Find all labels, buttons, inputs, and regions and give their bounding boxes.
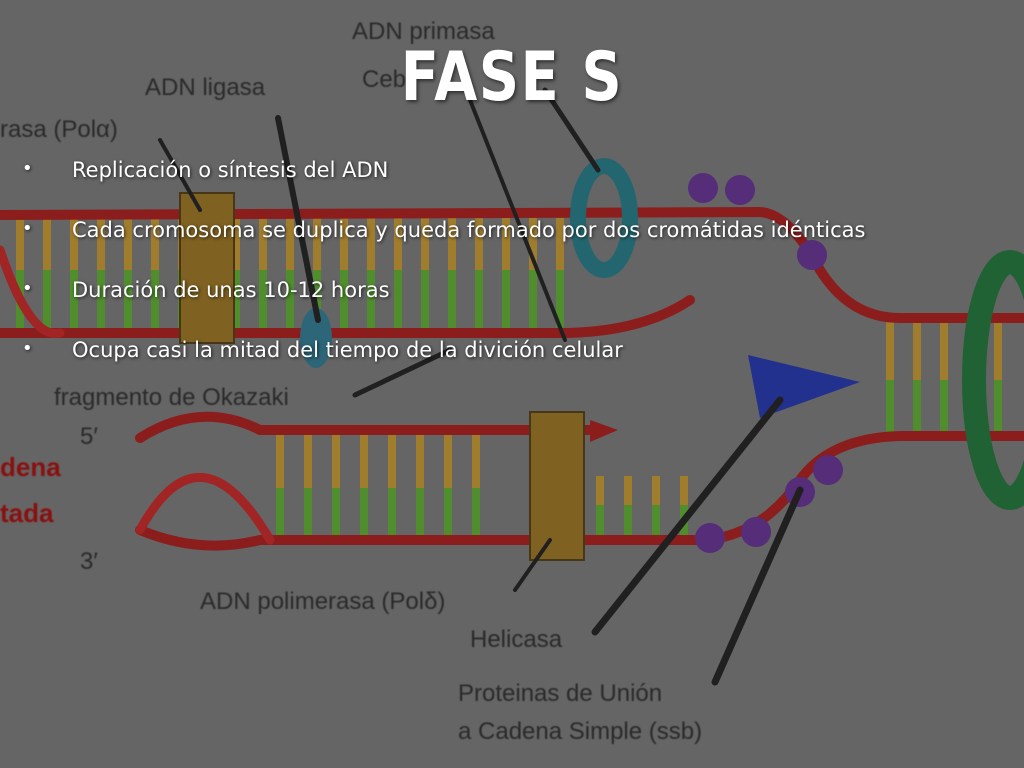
pointer-okazaki — [352, 347, 453, 398]
bullet-text: Cada cromosoma se duplica y queda formad… — [72, 218, 866, 242]
label-five-prime: 5′ — [80, 423, 98, 450]
topoisomerase-ring — [962, 250, 1024, 510]
bullet-marker: • — [22, 158, 33, 179]
bullet-marker: • — [22, 338, 33, 359]
label-primasa-sub: Ceb — [362, 66, 407, 93]
lower-strand-upper — [135, 411, 605, 443]
top-strand-twist — [0, 245, 65, 338]
pointer-primasa-2 — [542, 87, 601, 173]
ssb-protein — [695, 523, 725, 553]
ssb-protein — [797, 240, 827, 270]
dna-polymerase-alpha-block — [179, 192, 235, 344]
ssb-protein — [741, 517, 771, 547]
label-pol-delta: ADN polimerasa (Polδ) — [200, 588, 446, 615]
lower-strand-twist — [135, 472, 275, 545]
bullet-text: Ocupa casi la mitad del tiempo de la div… — [72, 338, 623, 362]
pointer-pol-alpha — [158, 138, 202, 212]
ssb-protein — [688, 173, 718, 203]
dna-ligase-shape — [300, 308, 332, 368]
ssb-protein — [725, 175, 755, 205]
ssb-proteins — [688, 173, 843, 553]
label-primasa: ADN primasa — [352, 18, 495, 45]
pointer-lines — [158, 87, 804, 686]
label-pol-alpha: rasa (Polα) — [0, 116, 118, 143]
ssb-protein — [813, 455, 843, 485]
label-ssb-2: a Cadena Simple (ssb) — [458, 718, 703, 745]
top-strand-lower — [0, 295, 695, 338]
top-strand-upper — [0, 206, 1024, 323]
bullet-marker: • — [22, 278, 33, 299]
label-helicasa: Helicasa — [470, 626, 563, 653]
bullet-text: Replicación o síntesis del ADN — [72, 158, 389, 182]
okazaki-arrow-head — [590, 420, 618, 442]
bullet-marker: • — [22, 218, 33, 239]
primase-ring — [570, 158, 638, 278]
label-three-prime: 3′ — [80, 548, 98, 575]
label-ssb-1: Proteinas de Unión — [458, 680, 663, 707]
label-cadena-2: tada — [0, 498, 54, 528]
label-okazaki: fragmento de Okazaki — [54, 384, 289, 411]
pointer-helicasa — [591, 396, 784, 636]
pointer-primasa — [468, 98, 567, 342]
pointer-ssb — [711, 486, 804, 686]
bullet-text: Duración de unas 10-12 horas — [72, 278, 390, 302]
label-ligasa: ADN ligasa — [145, 74, 266, 101]
label-cadena-1: dena — [0, 452, 61, 482]
helicase-triangle — [748, 355, 860, 418]
pointer-pol-delta — [513, 538, 552, 592]
slide-title: FASE S — [400, 38, 624, 117]
dna-polymerase-delta-block — [529, 411, 585, 561]
pointer-ligasa — [275, 115, 321, 323]
